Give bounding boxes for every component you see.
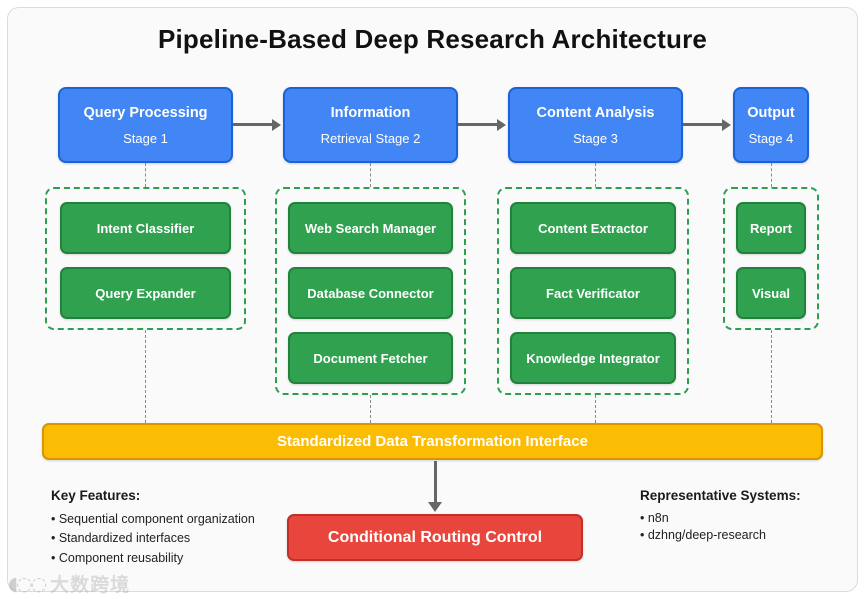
stage-box-4[interactable]: Output Stage 4 — [733, 87, 809, 163]
representative-systems-item: • dzhng/deep-research — [640, 527, 766, 542]
conditional-routing-box[interactable]: Conditional Routing Control — [287, 514, 583, 561]
component-label: Knowledge Integrator — [526, 350, 660, 366]
representative-systems-block: Representative Systems: • n8n • dzhng/de… — [640, 488, 801, 544]
stage-title-2: Information — [330, 104, 411, 121]
stage-title-3: Content Analysis — [536, 104, 655, 121]
stage-arrow-1-2 — [233, 123, 272, 126]
component-visual[interactable]: Visual — [736, 267, 806, 319]
link-stage2-group2 — [370, 163, 371, 187]
component-label: Database Connector — [307, 285, 434, 301]
key-features-item: • Sequential component organization — [51, 512, 255, 526]
component-fact-verificator[interactable]: Fact Verificator — [510, 267, 676, 319]
component-intent-classifier[interactable]: Intent Classifier — [60, 202, 231, 254]
stage-title-4: Output — [747, 104, 795, 121]
link-stage3-group3 — [595, 163, 596, 187]
component-label: Content Extractor — [538, 220, 648, 236]
component-report[interactable]: Report — [736, 202, 806, 254]
stage-box-1[interactable]: Query Processing Stage 1 — [58, 87, 233, 163]
stage-arrow-3-4 — [683, 123, 722, 126]
stage-arrow-3-4-head — [722, 119, 731, 131]
component-label: Report — [750, 220, 792, 236]
page-title: Pipeline-Based Deep Research Architectur… — [157, 24, 708, 54]
link-stage4-group4 — [771, 163, 772, 187]
key-features-block: Key Features: • Sequential component org… — [51, 488, 255, 568]
interface-bar-label: Standardized Data Transformation Interfa… — [277, 433, 588, 450]
component-query-expander[interactable]: Query Expander — [60, 267, 231, 319]
component-label: Web Search Manager — [304, 220, 437, 236]
component-label: Intent Classifier — [96, 220, 195, 236]
component-group-2 — [275, 187, 466, 395]
component-content-extractor[interactable]: Content Extractor — [510, 202, 676, 254]
stage-subtitle-4: Stage 4 — [748, 131, 794, 147]
key-features-item: • Component reusability — [51, 550, 184, 565]
key-features-item: • Standardized interfaces — [51, 531, 191, 546]
stage-subtitle-3: Stage 3 — [573, 131, 618, 147]
link-stage1-group1 — [145, 163, 146, 187]
link-group1-interface — [145, 330, 146, 423]
component-group-3 — [497, 187, 689, 395]
interface-to-routing-arrow — [434, 461, 437, 503]
component-database-connector[interactable]: Database Connector — [288, 267, 453, 319]
representative-systems-item: • n8n — [640, 511, 669, 525]
component-group-1 — [45, 187, 246, 330]
stage-arrow-2-3 — [458, 123, 497, 126]
component-document-fetcher[interactable]: Document Fetcher — [288, 332, 453, 384]
representative-systems-heading: Representative Systems: — [640, 488, 801, 503]
component-web-search-manager[interactable]: Web Search Manager — [288, 202, 453, 254]
component-group-4 — [723, 187, 819, 330]
stage-arrow-1-2-head — [272, 119, 281, 131]
link-group4-interface — [771, 330, 772, 423]
link-group3-interface — [595, 395, 596, 423]
stage-box-2[interactable]: Information Retrieval Stage 2 — [283, 87, 458, 163]
stage-title-1: Query Processing — [83, 104, 208, 121]
stage-arrow-2-3-head — [497, 119, 506, 131]
link-group2-interface — [370, 395, 371, 423]
component-label: Query Expander — [95, 285, 196, 301]
component-label: Document Fetcher — [313, 350, 428, 366]
stage-box-3[interactable]: Content Analysis Stage 3 — [508, 87, 683, 163]
stage-subtitle-1: Stage 1 — [123, 131, 168, 147]
component-knowledge-integrator[interactable]: Knowledge Integrator — [510, 332, 676, 384]
key-features-heading: Key Features: — [51, 488, 141, 503]
interface-to-routing-arrow-head — [428, 502, 442, 512]
standardized-interface-bar[interactable]: Standardized Data Transformation Interfa… — [42, 423, 823, 460]
stage-subtitle-2: Retrieval Stage 2 — [320, 131, 421, 147]
component-label: Visual — [751, 285, 791, 301]
component-label: Fact Verificator — [546, 285, 640, 301]
routing-box-label: Conditional Routing Control — [327, 528, 543, 546]
